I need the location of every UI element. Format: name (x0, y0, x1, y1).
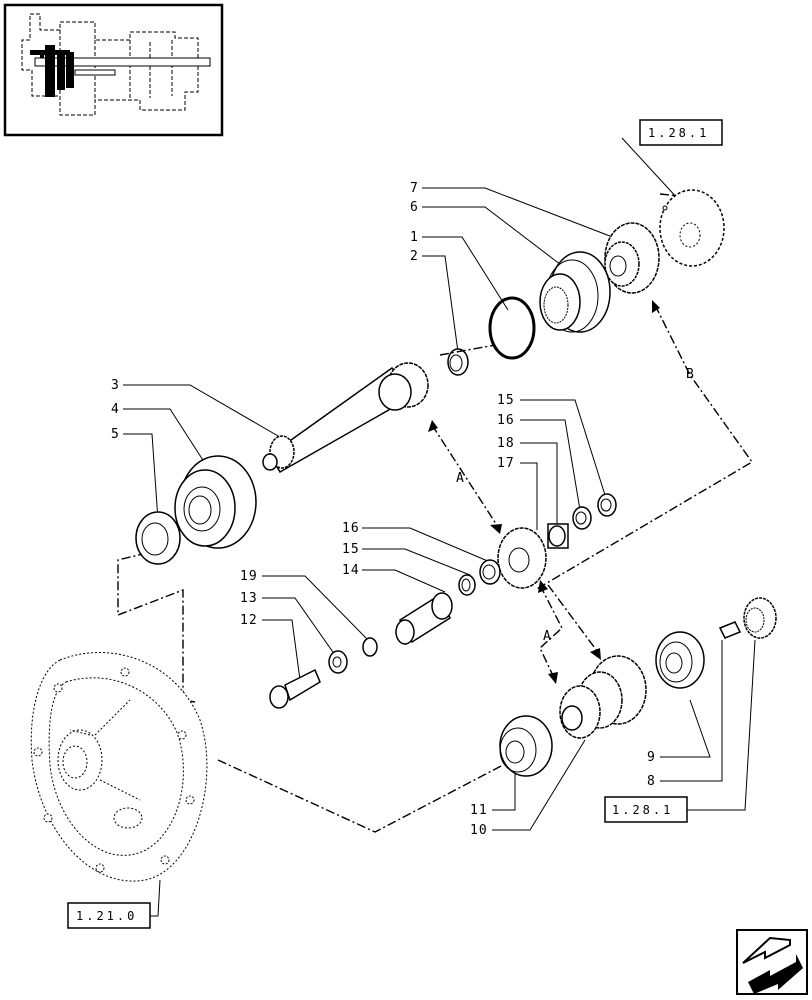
ref-box-1-28-1-top[interactable]: 1.28.1 (639, 119, 723, 146)
part-label-6: 6 (410, 200, 419, 215)
cluster-gear-10 (559, 655, 647, 739)
arrow-heads (428, 300, 660, 684)
bearing-9 (655, 631, 705, 689)
part-label-15-lower: 15 (342, 542, 360, 557)
connection-label-a-upper: A (456, 471, 465, 486)
part-label-4: 4 (111, 402, 120, 417)
connection-letters: A A B (456, 367, 695, 644)
part-label-17: 17 (497, 456, 515, 471)
bearing-18 (547, 523, 569, 549)
part-labels: 7 6 1 2 3 4 5 15 16 18 17 16 15 14 19 13… (111, 181, 656, 838)
washer-19 (362, 637, 378, 657)
part-label-13: 13 (240, 591, 258, 606)
ring-16-upper (572, 506, 592, 530)
ref-text: 1.28.1 (612, 803, 673, 817)
part-label-18: 18 (497, 436, 515, 451)
gear-7 (604, 222, 660, 294)
seal-5 (135, 511, 181, 565)
bolt-12 (269, 668, 321, 709)
part-label-5: 5 (111, 427, 120, 442)
next-page-button[interactable] (736, 929, 808, 995)
part-label-11: 11 (470, 803, 488, 818)
bearing-11 (499, 715, 553, 777)
bearing-4 (174, 455, 257, 549)
shaft-3 (262, 344, 496, 474)
ring-15-upper (597, 493, 617, 517)
pin-8 (718, 621, 742, 639)
ring-15-lower (458, 574, 476, 596)
ref-box-1-21-0[interactable]: 1.21.0 (67, 902, 151, 929)
pin-14 (395, 592, 453, 645)
part-label-7: 7 (410, 181, 419, 196)
part-label-9: 9 (647, 750, 656, 765)
connection-label-a-lower: A (543, 629, 552, 644)
washer-13 (328, 650, 348, 674)
part-label-14: 14 (342, 563, 360, 578)
synchronizer-6 (539, 251, 611, 333)
ref-text: 1.28.1 (648, 126, 709, 140)
part-label-16-lower: 16 (342, 521, 360, 536)
ref-box-1-28-1-bottom[interactable]: 1.28.1 (604, 796, 688, 823)
snap-ring-1 (488, 296, 536, 360)
part-label-2: 2 (410, 249, 419, 264)
gear-17 (497, 527, 547, 589)
ref-text: 1.21.0 (76, 909, 137, 923)
leader-lines (123, 137, 756, 917)
ring-2 (447, 348, 469, 376)
connection-lines (117, 193, 754, 833)
part-label-12: 12 (240, 613, 258, 628)
cover-plate-top (659, 189, 725, 267)
part-label-8: 8 (647, 774, 656, 789)
part-label-19: 19 (240, 569, 258, 584)
part-label-10: 10 (470, 823, 488, 838)
part-label-1: 1 (410, 230, 419, 245)
part-label-16-upper: 16 (497, 413, 515, 428)
ring-16-lower (479, 559, 501, 585)
part-label-15-upper: 15 (497, 393, 515, 408)
thumbnail-overview[interactable] (3, 3, 224, 137)
arrow-icon (742, 936, 803, 994)
connection-label-b: B (686, 367, 695, 382)
part-label-3: 3 (111, 378, 120, 393)
bearing-ref-bottom (743, 597, 777, 639)
housing-1-21-0 (30, 652, 208, 882)
